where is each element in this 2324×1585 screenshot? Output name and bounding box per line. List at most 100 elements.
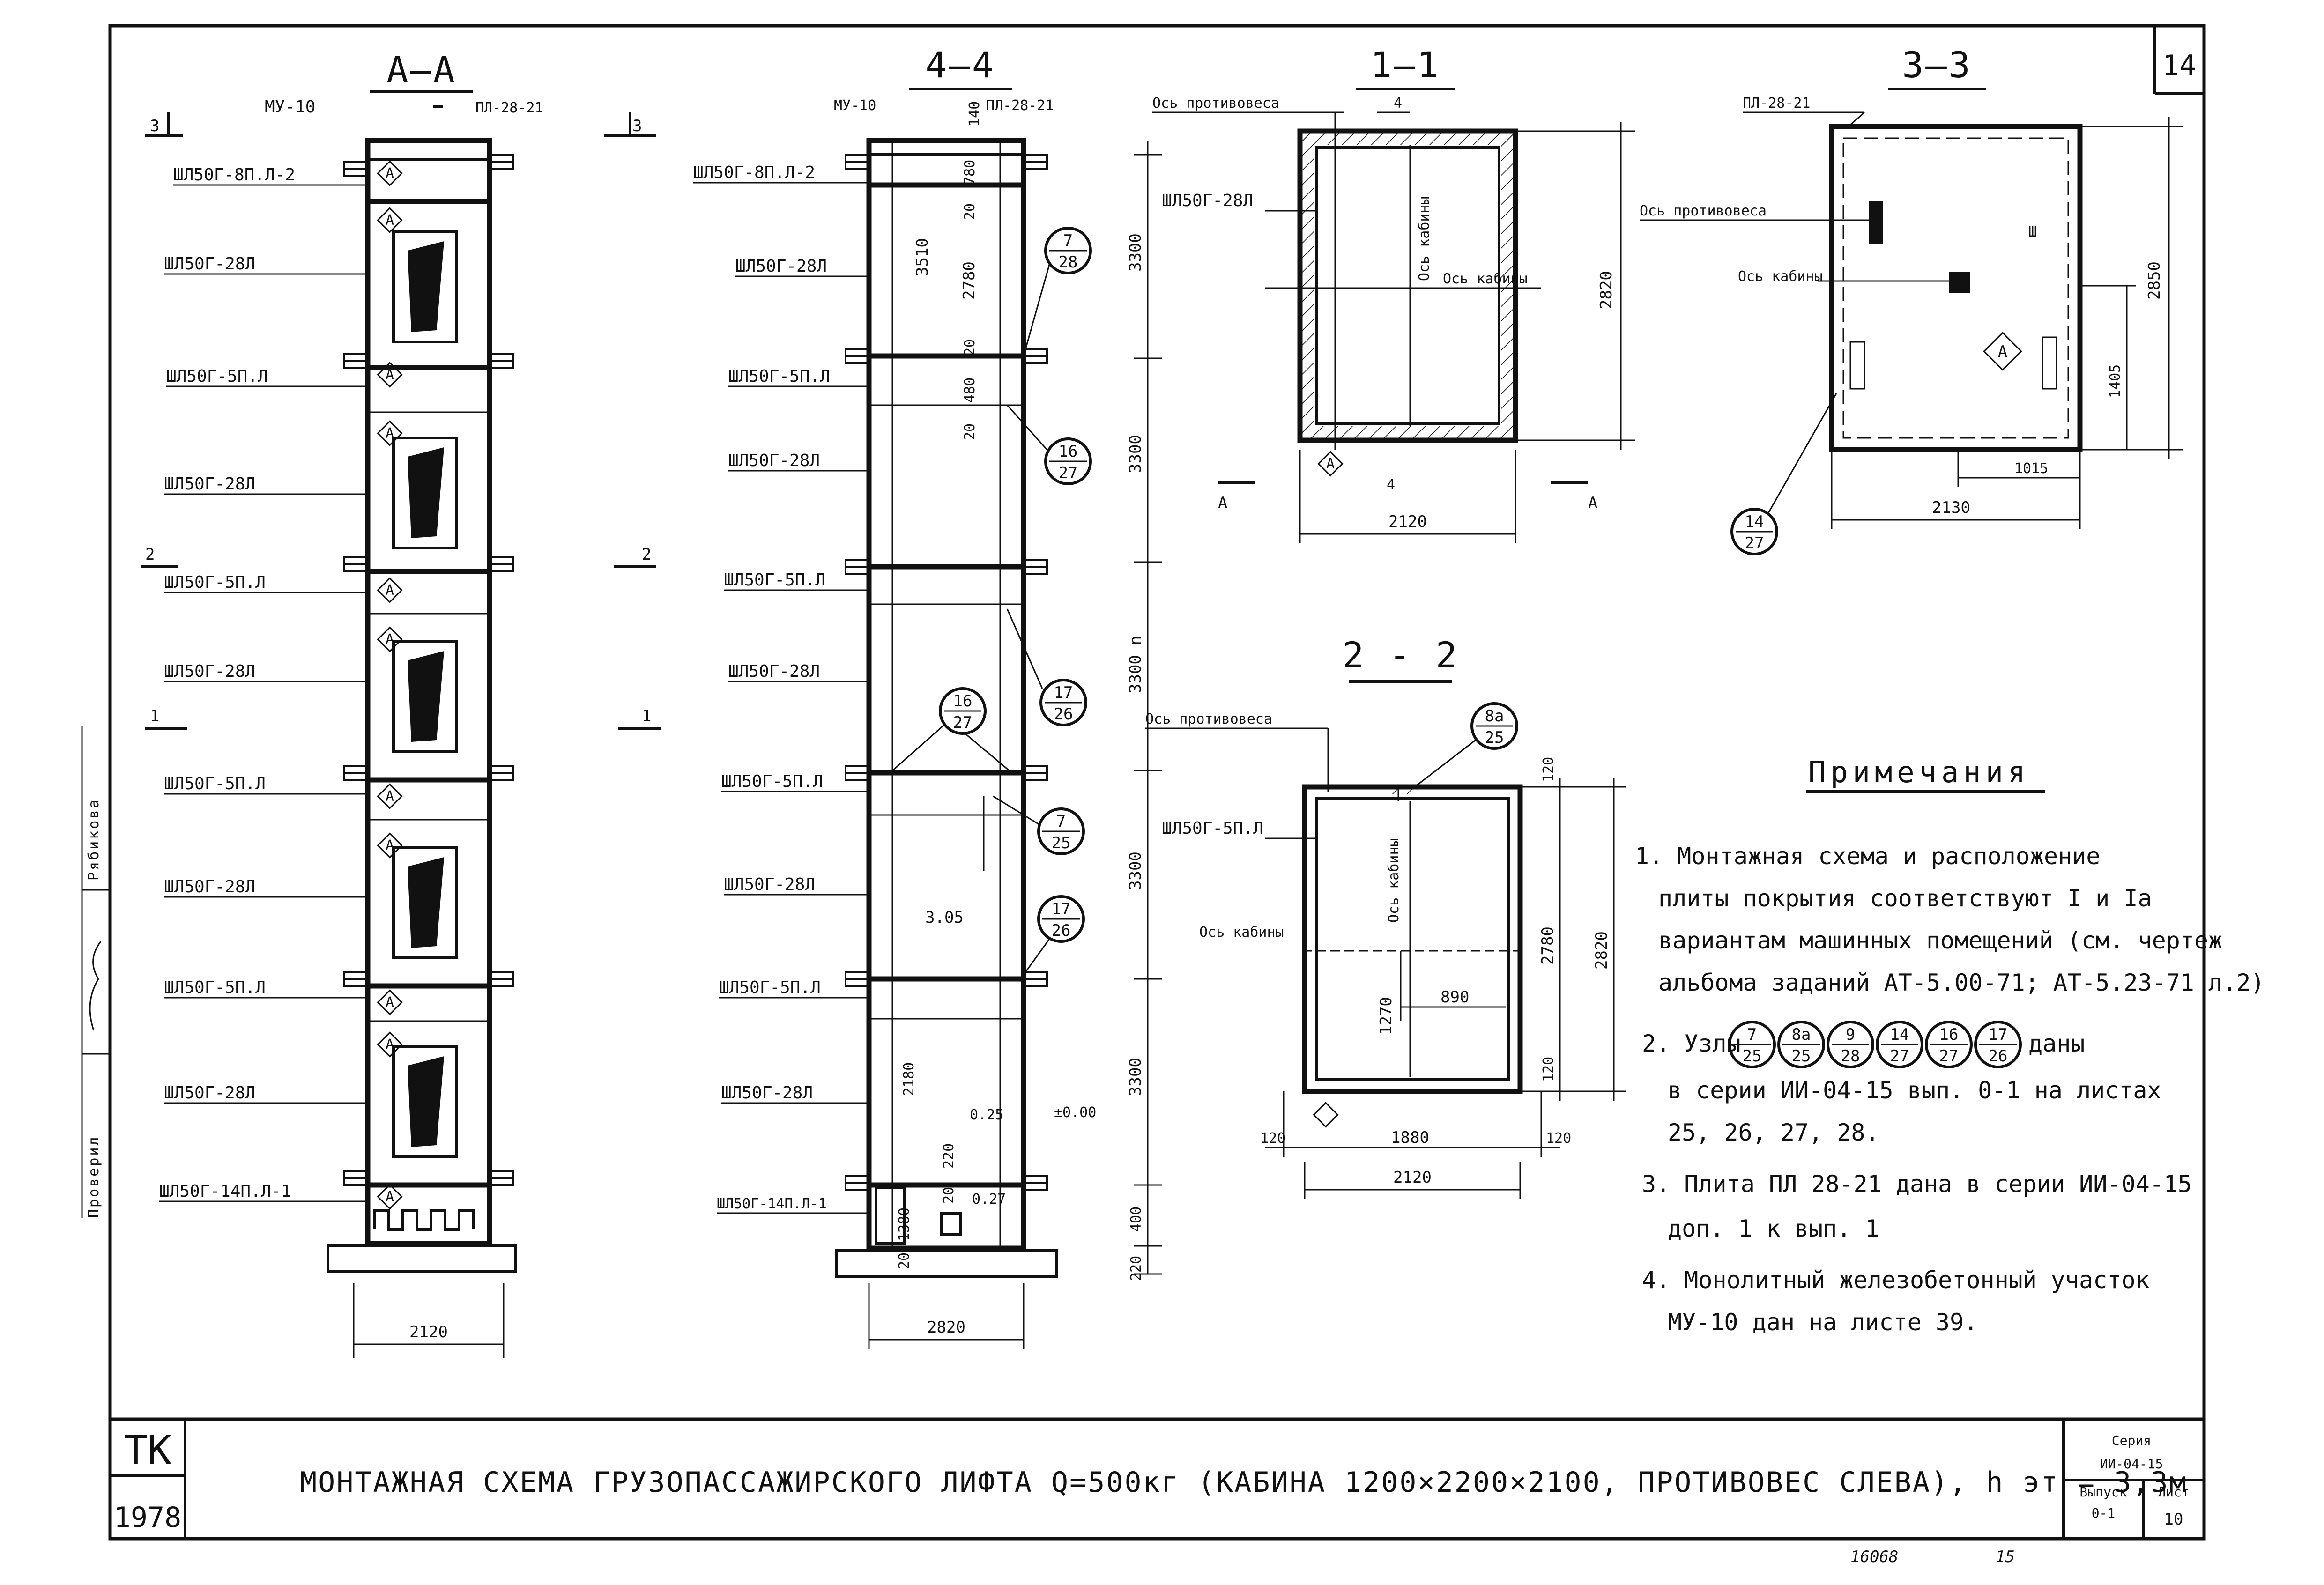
- svg-text:890: 890: [1440, 988, 1469, 1007]
- svg-text:28: 28: [1059, 253, 1078, 272]
- s22-dims: 120 2780 2820 120 1270 890 120 1880 120 …: [1260, 757, 1626, 1199]
- svg-text:ШЛ50Г-5П.Л: ШЛ50Г-5П.Л: [724, 570, 825, 590]
- tb-list: 10: [2164, 1510, 2183, 1529]
- tb-seria: ИИ-04-15: [2100, 1456, 2163, 1472]
- svg-text:0.27: 0.27: [972, 1191, 1006, 1207]
- svg-text:3. Плита ПЛ 28-21 дана в серии: 3. Плита ПЛ 28-21 дана в серии ИИ-04-15: [1642, 1170, 2192, 1198]
- svg-text:7: 7: [1063, 231, 1073, 250]
- cut-3-left: 3: [150, 117, 159, 135]
- s44-inner-dims: 140 780 3510 20 2780 20 480 20 3.05 2180…: [896, 101, 1096, 1269]
- s44-pl-label: ПЛ-28-21: [986, 97, 1054, 114]
- svg-text:25: 25: [1052, 834, 1071, 852]
- cut-3-right: 3: [632, 117, 642, 135]
- stamp-sign: Рябикова: [86, 798, 102, 881]
- svg-text:120: 120: [1540, 1057, 1557, 1082]
- svg-text:120: 120: [1546, 1130, 1571, 1147]
- svg-text:ШЛ50Г-28Л: ШЛ50Г-28Л: [724, 875, 815, 894]
- footer-archive: 16068: [1850, 1548, 1898, 1566]
- svg-text:ШЛ50Г-14П.Л-1: ШЛ50Г-14П.Л-1: [717, 1196, 827, 1212]
- svg-text:17: 17: [1052, 900, 1071, 918]
- svg-text:9: 9: [1846, 1025, 1855, 1044]
- svg-text:ШЛ50Г-5П.Л: ШЛ50Г-5П.Л: [719, 978, 821, 997]
- svg-text:2780: 2780: [1538, 926, 1557, 965]
- s11-cut-a-left: А: [1218, 494, 1227, 512]
- svg-text:4. Монолитный железобетонный у: 4. Монолитный железобетонный участок: [1642, 1267, 2150, 1294]
- side-stamp: Проверил Рябикова: [81, 726, 110, 1218]
- svg-text:ШЛ50Г-5П.Л: ШЛ50Г-5П.Л: [164, 573, 266, 592]
- section-33-title: 3–3: [1902, 44, 1972, 86]
- s33-dim-height: 2850: [2145, 261, 2164, 300]
- svg-text:ШЛ50Г-14П.Л-1: ШЛ50Г-14П.Л-1: [159, 1182, 291, 1201]
- svg-text:ШЛ50Г-28Л: ШЛ50Г-28Л: [164, 474, 255, 494]
- footer-page: 15: [1996, 1548, 2015, 1566]
- svg-text:А: А: [386, 788, 394, 805]
- s22-label: ШЛ50Г-5П.Л: [1162, 819, 1263, 838]
- svg-text:ШЛ50Г-5П.Л: ШЛ50Г-5П.Л: [164, 774, 266, 793]
- tb-title: МОНТАЖНАЯ СХЕМА ГРУЗОПАССАЖИРСКОГО ЛИФТА…: [300, 1466, 2188, 1499]
- s11-axis-cab2: Ось кабины: [1443, 271, 1528, 287]
- svg-text:25: 25: [1743, 1047, 1762, 1066]
- svg-text:3.05: 3.05: [925, 908, 964, 927]
- section-44-title: 4–4: [925, 44, 995, 86]
- stamp-check: Проверил: [86, 1135, 102, 1218]
- tb-list-label: Лист: [2158, 1484, 2189, 1500]
- s11-dim-width: 2120: [1388, 512, 1427, 531]
- s33-pl: ПЛ-28-21: [1743, 95, 1811, 111]
- svg-text:28: 28: [1841, 1047, 1860, 1066]
- cut-1-left: 1: [150, 707, 159, 726]
- svg-text:2780: 2780: [960, 261, 979, 300]
- svg-text:25, 26, 27, 28.: 25, 26, 27, 28.: [1668, 1119, 1879, 1146]
- svg-text:альбома заданий АТ-5.00-71; АТ: альбома заданий АТ-5.00-71; АТ-5.23-71 л…: [1658, 969, 2265, 996]
- svg-text:А: А: [386, 212, 394, 229]
- s11-node-a: А: [1317, 451, 1344, 477]
- svg-text:ШЛ50Г-8П.Л-2: ШЛ50Г-8П.Л-2: [693, 163, 815, 182]
- svg-text:3300: 3300: [1126, 852, 1145, 890]
- svg-text:ШЛ50Г-28Л: ШЛ50Г-28Л: [721, 1083, 813, 1103]
- svg-text:3300 n: 3300 n: [1126, 636, 1145, 693]
- svg-text:20: 20: [941, 1187, 957, 1204]
- s33-dim-1015: 1015: [2014, 460, 2048, 477]
- svg-text:26: 26: [1989, 1047, 2008, 1066]
- mu-label: МУ-10: [265, 97, 315, 117]
- svg-text:27: 27: [1939, 1047, 1959, 1066]
- svg-text:ШЛ50Г-28Л: ШЛ50Г-28Л: [164, 254, 255, 274]
- svg-text:17: 17: [1054, 683, 1073, 702]
- svg-text:20: 20: [962, 423, 978, 440]
- svg-text:вариантам машинных помещений (: вариантам машинных помещений (см. чертеж: [1658, 927, 2222, 954]
- s22-axis-cw: Ось противовеса: [1145, 711, 1272, 727]
- svg-text:ШЛ50Г-28Л: ШЛ50Г-28Л: [728, 662, 820, 681]
- section-33: 3–3 ПЛ-28-21 Ш Ось противовеса Ось кабин…: [1640, 44, 2183, 555]
- svg-text:25: 25: [1485, 728, 1504, 747]
- svg-text:16: 16: [953, 692, 973, 711]
- cut-2-left: 2: [145, 545, 155, 564]
- sheet-number: 14: [2162, 49, 2196, 82]
- svg-text:0.25: 0.25: [970, 1107, 1003, 1123]
- svg-text:120: 120: [1540, 757, 1557, 782]
- notes-heading: Примечания: [1808, 755, 2030, 789]
- tb-seria-label: Серия: [2112, 1433, 2151, 1448]
- svg-text:26: 26: [1054, 705, 1073, 724]
- svg-text:А: А: [386, 994, 394, 1011]
- svg-text:17: 17: [1989, 1025, 2008, 1044]
- section-11: 1–1 Ось противовеса 4 ШЛ50Г-28Л Ось каби…: [1152, 44, 1635, 543]
- svg-text:2. Узлы: 2. Узлы: [1642, 1030, 1741, 1057]
- svg-text:ШЛ50Г-5П.Л: ШЛ50Г-5П.Л: [166, 367, 268, 386]
- svg-text:220: 220: [1128, 1256, 1144, 1281]
- svg-text:3510: 3510: [913, 238, 932, 276]
- svg-text:27: 27: [1059, 464, 1078, 482]
- s22-axis-cab-v: Ось кабины: [1386, 838, 1402, 923]
- svg-text:ШЛ50Г-28Л: ШЛ50Г-28Л: [728, 451, 820, 470]
- svg-text:27: 27: [1745, 534, 1764, 553]
- svg-text:ШЛ50Г-8П.Л-2: ШЛ50Г-8П.Л-2: [173, 165, 295, 185]
- svg-text:А: А: [386, 837, 394, 854]
- pl-label: ПЛ-28-21: [475, 100, 543, 116]
- s44-panel-labels: ШЛ50Г-8П.Л-2 ШЛ50Г-28Л ШЛ50Г-5П.Л ШЛ50Г-…: [693, 163, 869, 1214]
- svg-text:А: А: [386, 367, 394, 383]
- svg-text:20: 20: [962, 339, 978, 356]
- svg-text:А: А: [386, 631, 394, 648]
- svg-text:26: 26: [1052, 921, 1071, 940]
